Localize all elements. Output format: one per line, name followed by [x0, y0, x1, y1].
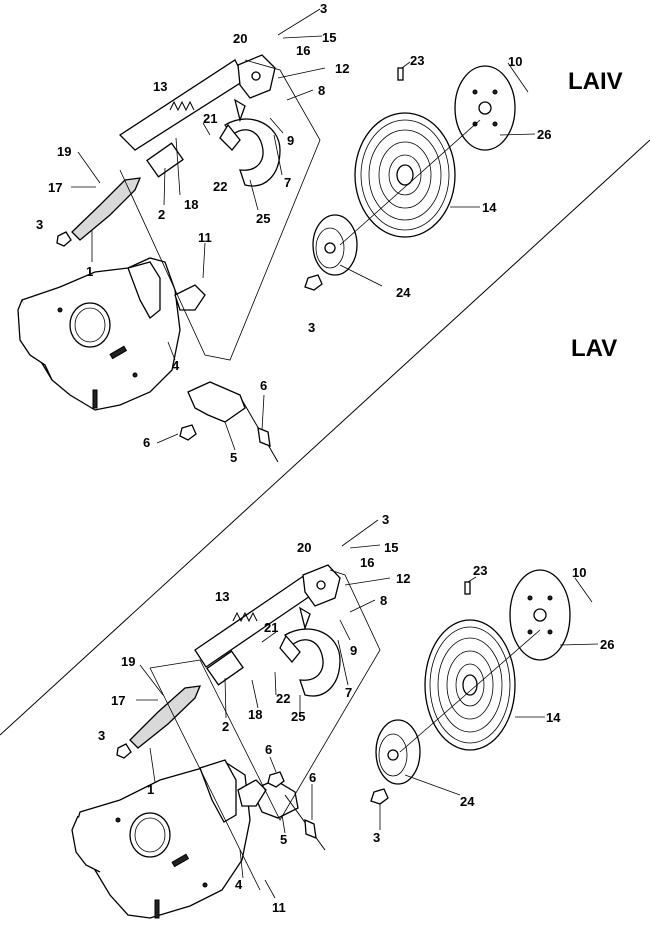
callout-4: 4 — [172, 358, 180, 373]
callout-1: 1 — [86, 264, 93, 279]
callout-18: 18 — [184, 197, 198, 212]
callout-14: 14 — [482, 200, 497, 215]
callout-15: 15 — [322, 30, 336, 45]
section-divider — [0, 139, 650, 736]
callout-19: 19 — [121, 654, 135, 669]
callout-15: 15 — [384, 540, 398, 555]
callout-20: 20 — [297, 540, 311, 555]
brake-bracket — [187, 381, 246, 423]
callout-3: 3 — [98, 728, 105, 743]
callout-6: 6 — [260, 378, 267, 393]
callout-21: 21 — [264, 620, 278, 635]
belt-guide — [284, 628, 341, 697]
upper-leaders — [71, 8, 536, 451]
callout-23: 23 — [410, 53, 424, 68]
callout-5: 5 — [230, 450, 237, 465]
key — [397, 67, 404, 81]
lower-view: LAV — [71, 335, 617, 919]
idler-arm — [71, 177, 142, 241]
callout-25: 25 — [256, 211, 270, 226]
callout-19: 19 — [57, 144, 71, 159]
spring — [169, 100, 195, 112]
callout-16: 16 — [360, 555, 374, 570]
upper-callouts: 3 15 16 20 12 13 8 23 10 26 21 9 7 22 25… — [36, 1, 551, 465]
callout-8: 8 — [318, 83, 325, 98]
callout-3: 3 — [382, 512, 389, 527]
idler-arm — [129, 685, 202, 749]
callout-5: 5 — [280, 832, 287, 847]
callout-22: 22 — [213, 179, 227, 194]
washer-plate — [509, 569, 571, 661]
callout-1: 1 — [147, 782, 154, 797]
pulley-hub — [375, 719, 421, 785]
callout-3: 3 — [373, 830, 380, 845]
callout-17: 17 — [111, 693, 125, 708]
washer-plate — [454, 65, 516, 151]
callout-26: 26 — [537, 127, 551, 142]
view-title-lav: LAV — [571, 335, 617, 362]
callout-11: 11 — [198, 230, 212, 245]
callout-14: 14 — [546, 710, 561, 725]
callout-6: 6 — [309, 770, 316, 785]
callout-17: 17 — [48, 180, 62, 195]
callout-3: 3 — [308, 320, 315, 335]
callout-7: 7 — [345, 685, 352, 700]
view-title-laiv: LAIV — [568, 68, 623, 95]
callout-4: 4 — [235, 877, 243, 892]
spring — [232, 611, 258, 623]
callout-23: 23 — [473, 563, 487, 578]
callout-10: 10 — [572, 565, 586, 580]
nut — [370, 788, 389, 805]
callout-25: 25 — [291, 709, 305, 724]
plate-hole — [69, 302, 111, 348]
plate-hole — [129, 812, 171, 858]
callout-26: 26 — [600, 637, 614, 652]
pulley-hub — [312, 214, 358, 276]
callout-12: 12 — [335, 61, 349, 76]
lower-callouts: 3 20 15 16 12 13 8 23 10 26 21 9 19 22 7… — [98, 512, 614, 915]
callout-2: 2 — [222, 719, 229, 734]
belt-guide — [224, 118, 281, 187]
callout-9: 9 — [350, 643, 357, 658]
drive-pulley — [354, 112, 456, 238]
callout-13: 13 — [153, 79, 167, 94]
callout-20: 20 — [233, 31, 247, 46]
callout-2: 2 — [158, 207, 165, 222]
key — [464, 581, 471, 595]
callout-10: 10 — [508, 54, 522, 69]
callout-21: 21 — [203, 111, 217, 126]
lower-leaders — [136, 519, 599, 899]
callout-13: 13 — [215, 589, 229, 604]
callout-11: 11 — [272, 900, 286, 915]
callout-8: 8 — [380, 593, 387, 608]
callout-12: 12 — [396, 571, 410, 586]
callout-7: 7 — [284, 175, 291, 190]
callout-6: 6 — [143, 435, 150, 450]
callout-24: 24 — [396, 285, 411, 300]
callout-16: 16 — [296, 43, 310, 58]
callout-22: 22 — [276, 691, 290, 706]
callout-3: 3 — [320, 1, 327, 16]
callout-9: 9 — [287, 133, 294, 148]
upper-view: LAIV — [17, 1, 623, 465]
drive-pulley — [424, 619, 516, 751]
callout-6: 6 — [265, 742, 272, 757]
callout-24: 24 — [460, 794, 475, 809]
callout-18: 18 — [248, 707, 262, 722]
callout-3: 3 — [36, 217, 43, 232]
nut — [304, 274, 323, 291]
